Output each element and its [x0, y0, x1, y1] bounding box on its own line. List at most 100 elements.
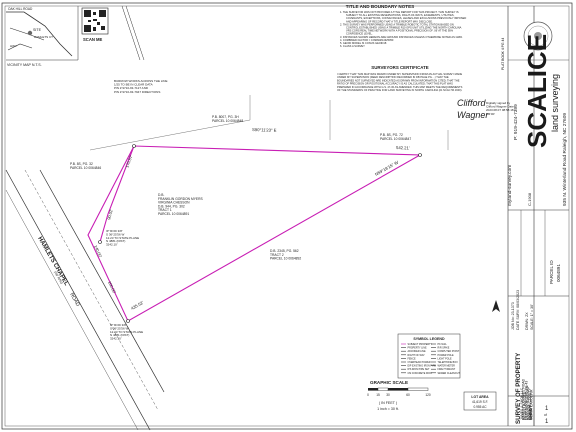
top-bearing-label: S90°11'23" E — [252, 127, 277, 133]
svg-text:SURVEYORS CERTIFICATE: SURVEYORS CERTIFICATE — [371, 65, 428, 70]
note-line: 3. DISTANCES SHOWN HEREON ARE GROUND DIS… — [340, 35, 463, 39]
owner-line: BALDWIN TOWNSHIP — [526, 385, 530, 420]
certificate-line: I CERTIFY THAT THIS MAP WAS DRAWN UNDER … — [337, 72, 462, 76]
legend-item: OVERHEAD POWER — [408, 361, 431, 364]
svg-text:LOT AREA: LOT AREA — [471, 395, 489, 399]
legend-item: SEWER CLEANOUT — [438, 372, 461, 375]
scale-note: SCALE: 1" = 30' — [530, 304, 534, 330]
oak-hill-road-label: OAK HILL ROAD — [8, 7, 33, 11]
surveyor-certificate: SURVEYORS CERTIFICATE I CERTIFY THAT THI… — [337, 65, 515, 120]
left-distance-3: 140.00' — [93, 244, 103, 258]
bottom-distance-label: 435.52' — [130, 300, 144, 311]
note-line: COVENANTS, EXCEPTIONS, CONVEYANCES, LEAS… — [346, 16, 466, 20]
scale-tick-label: 0 — [367, 393, 369, 397]
inner-border — [4, 5, 570, 427]
note-line: VRS CORS REAL TIME NETWORK WITH A POSITI… — [346, 29, 454, 33]
corner-pin-nw — [132, 144, 136, 148]
company-name: SCALICE — [522, 34, 552, 148]
company-license: C-1908 — [527, 192, 532, 206]
owner-line: HAMLETS CHAPEL ROAD — [522, 378, 526, 420]
lot-area-box: LOT AREA 41,619 S.F. 0.955 AC — [463, 391, 497, 411]
hamlets-chapel-road — [5, 169, 165, 431]
corner-pin-ne — [418, 153, 422, 157]
road-name-label: HAMLETS CHAPEL — [36, 236, 69, 287]
legend-item: SUBJECT PROPERTY — [408, 343, 433, 346]
note-line: 1. THE SURVEYOR WAS NOT PROVIDED A TITLE… — [340, 10, 459, 14]
note-line: 5. GEOID MODEL IS CONUS GEOID18 — [340, 41, 387, 45]
legend-item: TELEPHONE BOX — [438, 361, 459, 364]
certificate-line: RATIO OF PRECISION OR POSITIONAL ACCURAC… — [337, 82, 453, 86]
left-distance-4: 100.00' — [107, 280, 117, 294]
vicinity-map-title: VICINITY MAP N.T.S. — [7, 63, 42, 67]
owner-line: JAMES & SHOP LLC — [520, 387, 524, 420]
legend-item: RIGHT OF WAY — [408, 354, 426, 357]
road-row-label: (60' R/W) — [53, 271, 64, 285]
north-arrow — [492, 300, 500, 312]
sheet-of-label: of — [544, 413, 547, 417]
legend-item: CM CONCRETE MON. — [408, 372, 433, 375]
note-line: 6. CLASS A SURVEY — [340, 44, 365, 48]
legend-item: PK NAIL — [438, 343, 448, 346]
certificate-line: BOUNDARIES NOT SURVEYED ARE INDICATED AS… — [337, 78, 460, 82]
svg-text:0.955 AC: 0.955 AC — [473, 405, 487, 409]
legend-item: POWER POLE — [438, 354, 454, 357]
owner-line: NORTH CAROLINA — [529, 389, 533, 420]
drawn-by: DRWN: ZX — [525, 312, 529, 330]
legend-item: FIRE HYDRANT — [438, 368, 456, 371]
sheet-total: 1 — [545, 419, 549, 425]
site-label: SITE — [33, 28, 42, 32]
svg-text:( IN FEET ): ( IN FEET ) — [379, 401, 397, 405]
legend-item: WATER METER — [438, 365, 456, 368]
company-phone: P: 919-424-7399 — [513, 104, 519, 140]
legend-item: EIP EXISTING IRON PIPE — [408, 365, 437, 368]
legend-item: COMPUTED POINT — [438, 350, 460, 353]
scale-tick-label: 60 — [406, 393, 410, 397]
owner-line: PB 2017 PG 1023 — [523, 393, 527, 420]
title-boundary-notes: TITLE AND BOUNDARY NOTES 1. THE SURVEYOR… — [340, 4, 466, 48]
vicinity-map: SITE OAK HILL ROAD HAMLETS CT HWY VICINI… — [6, 6, 79, 67]
sheet-label: SHEET — [528, 405, 533, 420]
legend-item: LIGHT POLE — [438, 357, 452, 360]
hwy-label: HWY — [10, 44, 17, 48]
company-address: 935 N. Winterland Road Raleigh, NC 27609 — [562, 113, 568, 206]
sheet-number: 1 — [545, 406, 549, 412]
digital-signature-line: Clifford Wagner Date: — [486, 105, 515, 109]
digital-signature-line: Digitally signed by — [486, 101, 511, 105]
left-distance-1: 170.57' — [124, 154, 133, 168]
scale-tick-label: 30 — [386, 393, 390, 397]
note-line: CONFIDENCE LEVEL. — [346, 32, 373, 36]
svg-text:SYMBOL LEGEND: SYMBOL LEGEND — [413, 337, 445, 341]
site-marker — [27, 30, 33, 36]
svg-text:1 inch = 30 ft.: 1 inch = 30 ft. — [377, 407, 399, 411]
digital-signature-line: 2023.08.07 08:58:18 — [486, 108, 514, 112]
road-suffix-label: ROAD — [68, 292, 81, 308]
top-right-distance-label: 542.21' — [396, 145, 410, 150]
corner-pin-se — [126, 319, 130, 323]
legend-item: FENCE — [408, 357, 417, 360]
company-subtitle: land surveying — [550, 74, 560, 132]
certificate-line: PREPARED IN ACCORDANCE WITH G.S. 47-30 A… — [337, 85, 463, 89]
survey-date: DATE SURV: 08/03/2023 — [516, 290, 520, 330]
note-line: 2. THIS SURVEY WAS PERFORMED USING A TRI… — [340, 22, 454, 26]
corner-pin-sw — [98, 240, 102, 244]
svg-text:GRAPHIC SCALE: GRAPHIC SCALE — [370, 380, 408, 385]
left-distance-2: 90.02' — [106, 208, 114, 220]
qr-code: SCAN ME — [81, 7, 109, 42]
note-line: SUBJECT TO ALL EXISTING RESERVATIONS, RI… — [346, 13, 455, 17]
owner-line: DEED BOOK 2345 PG 43 — [525, 381, 529, 420]
legend-item: IPS IRON PIPE SET — [408, 368, 430, 371]
legend-item: R/R SPIKE — [438, 347, 450, 350]
